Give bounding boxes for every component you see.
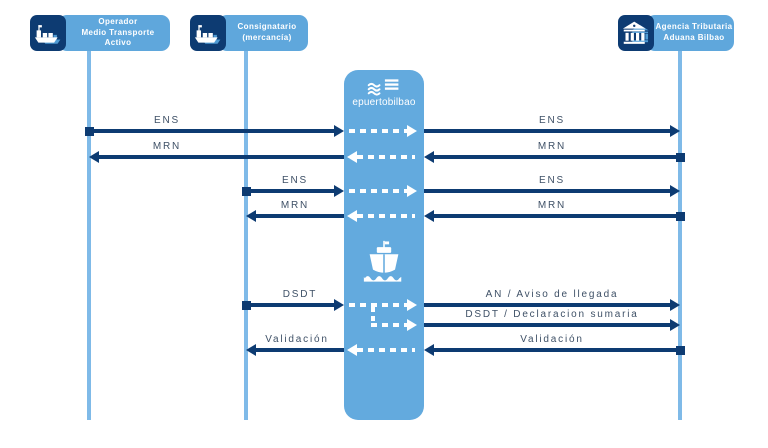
relay-dashed-arrow [349, 303, 407, 307]
arrowhead-right-icon [334, 125, 344, 137]
lifeline-operador [87, 50, 91, 420]
relay-dashed-arrow [357, 348, 415, 352]
arrowhead-left-icon [424, 151, 434, 163]
message-label: MRN [537, 141, 567, 152]
actor-label-line: Consignatario [237, 22, 297, 32]
arrowhead-left-icon [89, 151, 99, 163]
ship-bow-icon [344, 238, 424, 284]
arrow-line [424, 129, 670, 133]
lifeline-consignatario [244, 50, 248, 420]
arrow-line [256, 348, 344, 352]
message-label: MRN [537, 200, 567, 211]
arrow-line [89, 129, 334, 133]
arrowhead-right-icon [334, 299, 344, 311]
arrow-line [434, 348, 680, 352]
arrow-line [424, 323, 670, 327]
origin-marker [676, 346, 685, 355]
arrowhead-right-icon [407, 299, 417, 311]
arrowhead-left-icon [246, 344, 256, 356]
ship-icon [30, 15, 66, 51]
arrowhead-right-icon [407, 185, 417, 197]
message-label: MRN [152, 141, 182, 152]
waves-logo-icon [367, 79, 399, 96]
arrow-line [434, 155, 680, 159]
actor-label-line: Operador [98, 17, 138, 27]
origin-marker [676, 212, 685, 221]
hub-brand-label: epuertobilbao [352, 97, 416, 108]
bank-icon [618, 15, 654, 51]
actor-label-line: Medio Transporte [81, 27, 155, 37]
arrow-line [434, 214, 680, 218]
hub-epuertobilbao: epuertobilbao [344, 70, 424, 420]
arrowhead-left-icon [424, 344, 434, 356]
arrowhead-right-icon [407, 319, 417, 331]
message-label: MRN [280, 200, 310, 211]
message-label: ENS [154, 115, 180, 126]
relay-branch-vertical [371, 307, 375, 323]
arrowhead-left-icon [246, 210, 256, 222]
arrowhead-right-icon [670, 299, 680, 311]
actor-operador: Operador Medio Transporte Activo [30, 14, 170, 52]
actor-label-line: Aduana Bilbao [663, 33, 725, 42]
relay-dashed-arrow [349, 189, 407, 193]
arrow-line [256, 214, 344, 218]
lifeline-aduana [678, 50, 682, 420]
arrowhead-right-icon [670, 319, 680, 331]
message-label: DSDT / Declaracion sumaria [465, 309, 639, 320]
message-label: AN / Aviso de llegada [485, 289, 619, 300]
actor-label-line: (mercancía) [242, 33, 292, 42]
arrowhead-right-icon [670, 185, 680, 197]
actor-aduana: Agencia Tributaria Aduana Bilbao [618, 14, 734, 52]
actor-label-line: Activo [104, 38, 132, 48]
arrowhead-left-icon [347, 210, 357, 222]
arrowhead-left-icon [424, 210, 434, 222]
actor-consignatario: Consignatario (mercancía) [190, 14, 308, 52]
ship-icon [190, 15, 226, 51]
arrowhead-left-icon [347, 151, 357, 163]
relay-dashed-arrow [357, 214, 415, 218]
arrowhead-right-icon [670, 125, 680, 137]
arrow-line [246, 303, 334, 307]
arrowhead-right-icon [407, 125, 417, 137]
arrow-line [99, 155, 344, 159]
origin-marker [676, 153, 685, 162]
message-label: ENS [539, 175, 565, 186]
actor-label-line: Agencia Tributaria [655, 22, 733, 32]
arrowhead-left-icon [347, 344, 357, 356]
relay-dashed-arrow [357, 155, 415, 159]
arrow-line [424, 303, 670, 307]
arrow-line [246, 189, 334, 193]
hub-logo: epuertobilbao [344, 78, 424, 108]
message-label: ENS [539, 115, 565, 126]
message-label: Validación [520, 334, 584, 345]
message-label: ENS [282, 175, 308, 186]
relay-dashed-arrow [349, 129, 407, 133]
arrowhead-right-icon [334, 185, 344, 197]
message-label: Validación [265, 334, 329, 345]
arrow-line [424, 189, 670, 193]
relay-dashed-arrow [371, 323, 407, 327]
message-label: DSDT [282, 289, 318, 300]
